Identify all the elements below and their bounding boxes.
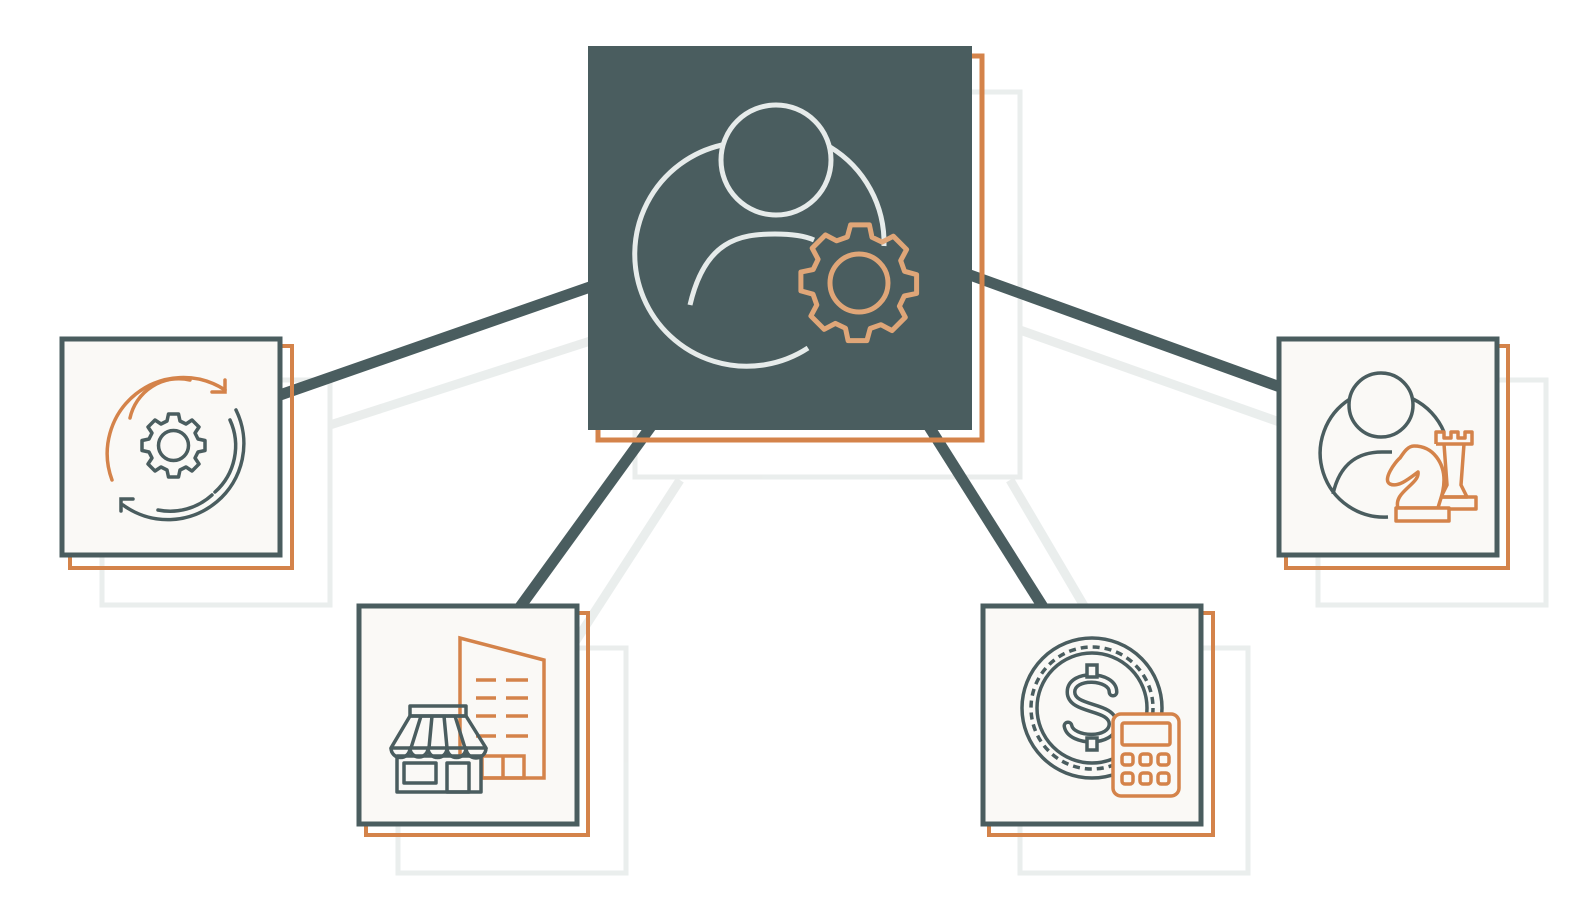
connector-center-bottom-left — [515, 421, 657, 611]
connector-center-left — [278, 281, 592, 401]
bottom-right-node — [980, 603, 1215, 837]
bottom-left-node — [356, 603, 590, 837]
center-node-box — [588, 46, 972, 430]
connector-center-right — [968, 269, 1282, 393]
connector-center-bottom-right — [923, 422, 1048, 610]
coin-calculator-icon — [1020, 636, 1181, 798]
center-node — [588, 46, 985, 443]
gear-cycle-icon — [105, 375, 246, 522]
connector-lines — [278, 269, 1282, 611]
left-node — [59, 336, 294, 570]
left-node-box — [59, 336, 283, 558]
user-chess-strategy-icon — [1318, 371, 1478, 523]
store-building-icon — [389, 635, 546, 794]
right-node — [1276, 336, 1510, 570]
user-gear-icon — [632, 102, 920, 369]
